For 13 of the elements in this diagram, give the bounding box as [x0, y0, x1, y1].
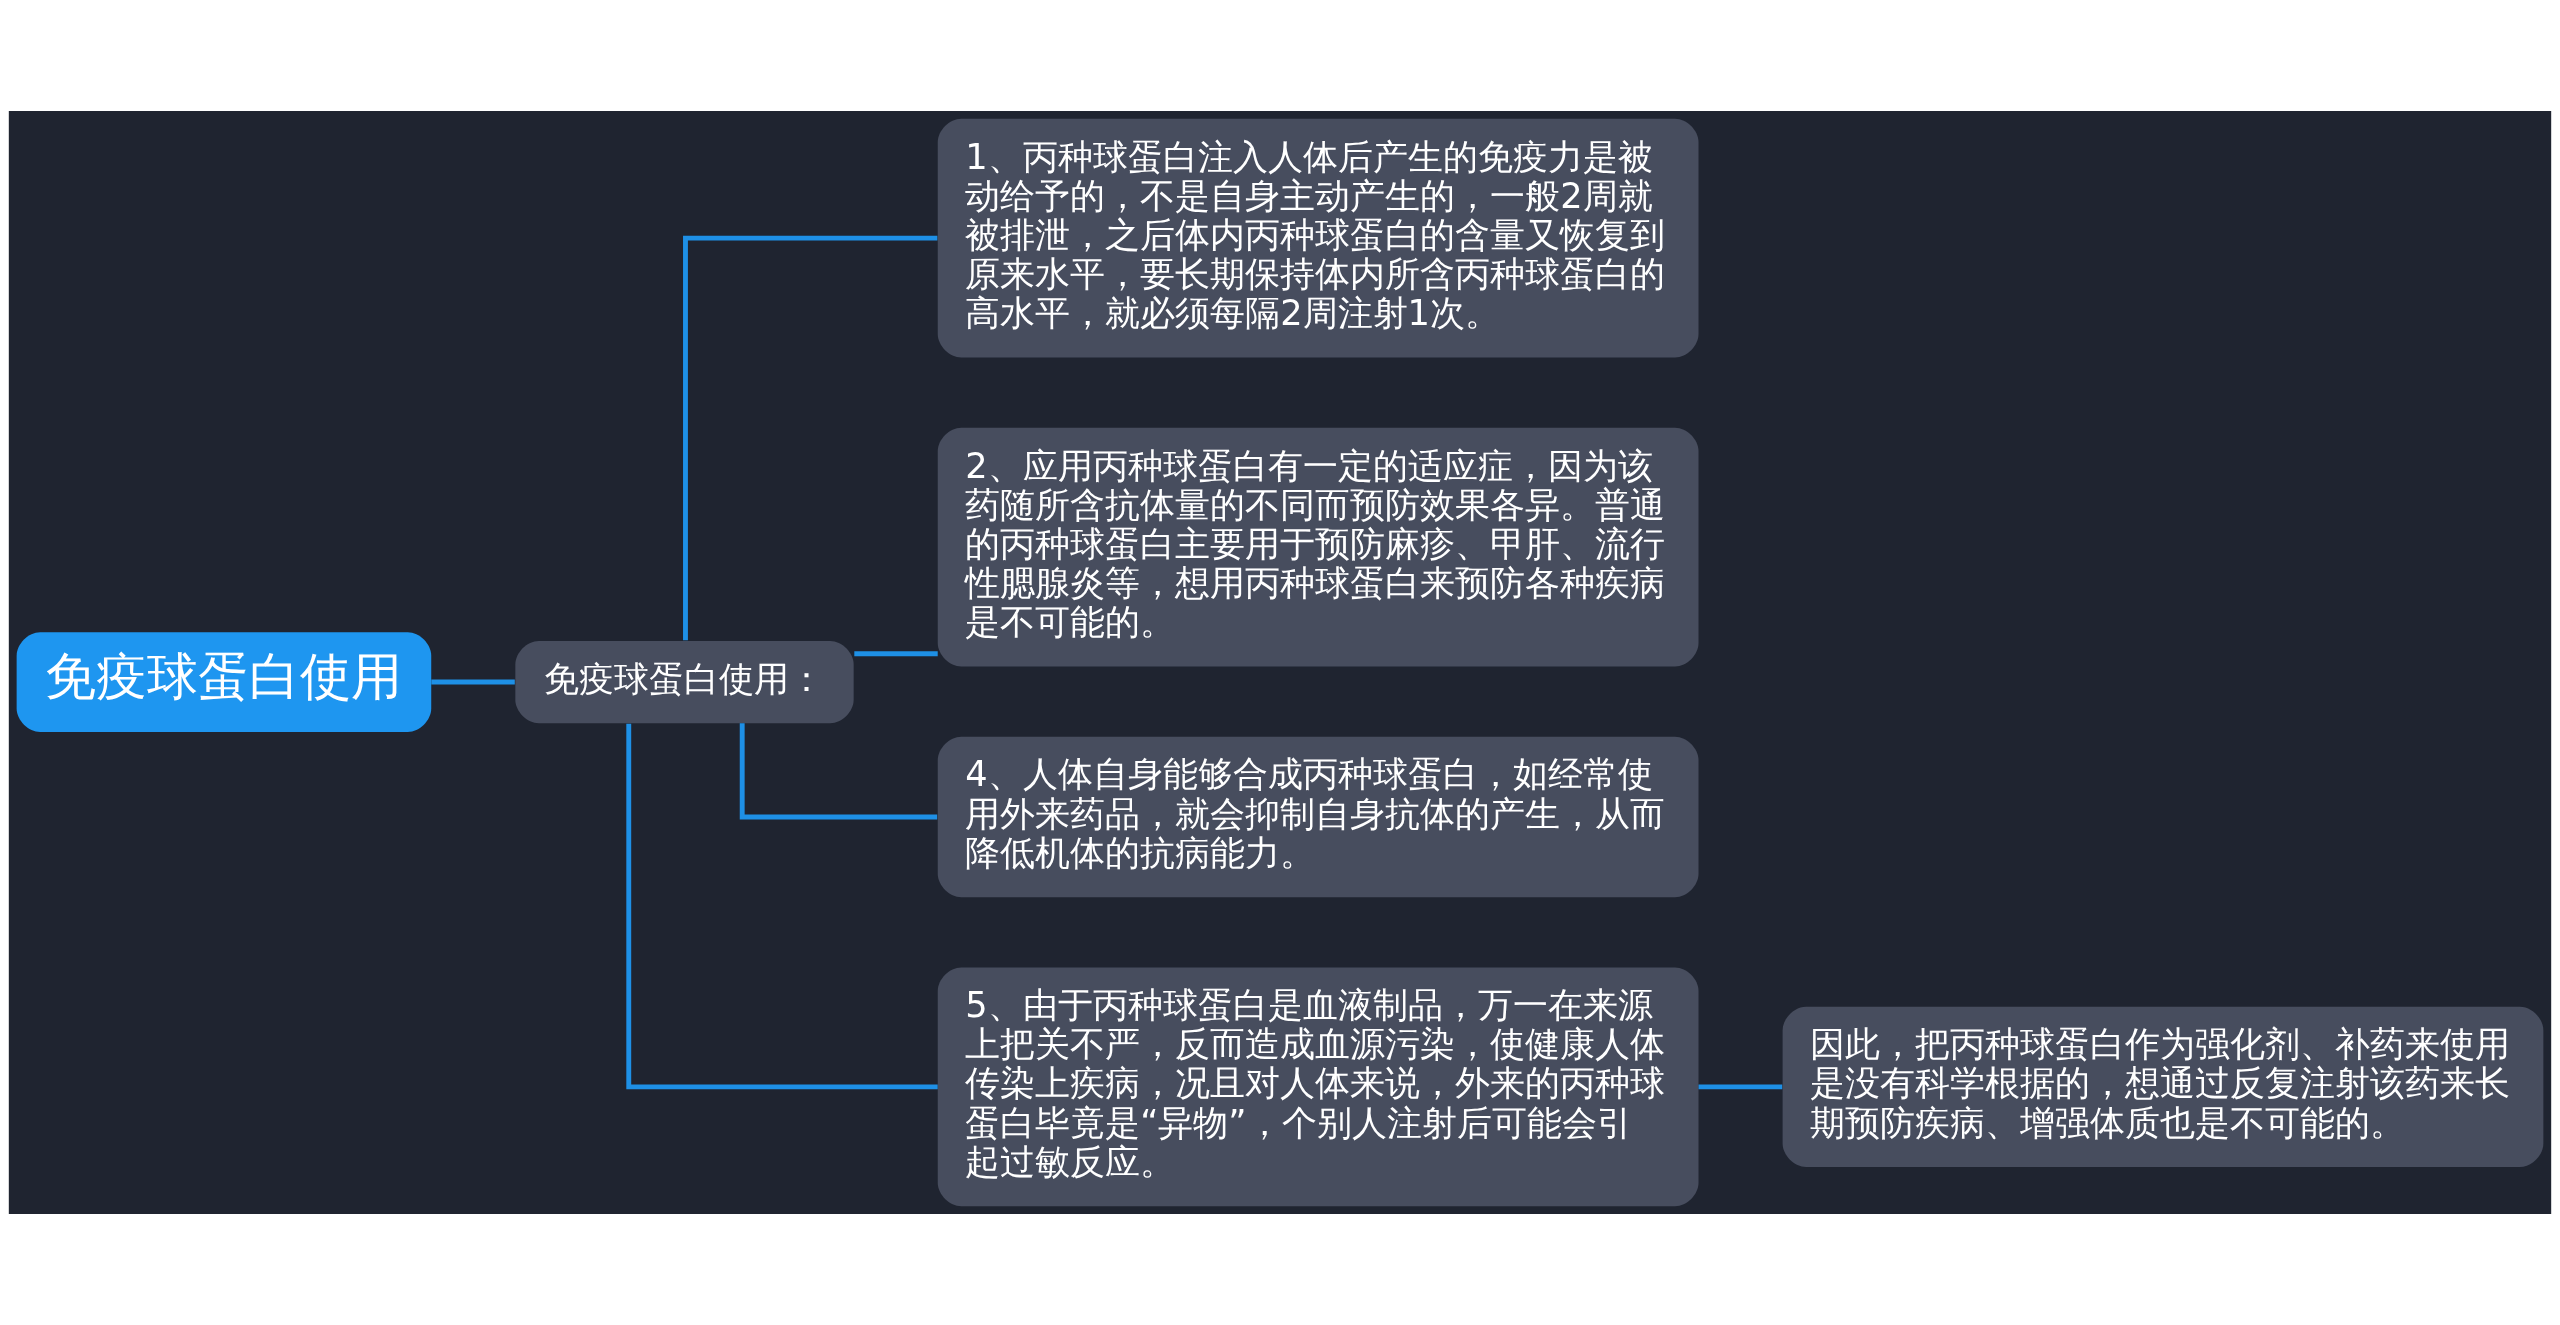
node-box: 5、由于丙种球蛋白是血液制品，万一在来源上把关不严，反而造成血源污染，使健康人体传染上疾病，况且对人体来说，外来的丙种球蛋白毕竟是“异物”，个别人注射后可能会引起过敏反应。 [937, 967, 1699, 1207]
node-box: 免疫球蛋白使用 [16, 632, 432, 732]
connector [626, 723, 938, 1090]
connector [431, 679, 515, 685]
node-box: 免疫球蛋白使用： [515, 641, 854, 724]
node-box: 因此，把丙种球蛋白作为强化剂、补药来使用是没有科学根据的，想通过反复注射该药来长期预防疾病、增强体质也是不可能的。 [1782, 1006, 2544, 1168]
node-box: 4、人体自身能够合成丙种球蛋白，如经常使用外来药品，就会抑制自身抗体的产生，从而降低机体的抗病能力。 [937, 736, 1699, 898]
node-box: 1、丙种球蛋白注入人体后产生的免疫力是被动给予的，不是自身主动产生的，一般2周就被排泄，之后体内丙种球蛋白的含量又恢复到原来水平，要长期保持体内所含丙种球蛋白的高水平，就必须每隔2周注射1次。 [937, 118, 1699, 358]
connector [683, 235, 938, 641]
node-box: 2、应用丙种球蛋白有一定的适应症，因为该药随所含抗体量的不同而预防效果各异。普通的丙种球蛋白主要用于预防麻疹、甲肝、流行性腮腺炎等，想用丙种球蛋白来预防各种疾病是不可能的。 [937, 427, 1699, 667]
connector [1698, 1084, 1783, 1090]
connector [854, 651, 938, 657]
connector [739, 723, 938, 820]
